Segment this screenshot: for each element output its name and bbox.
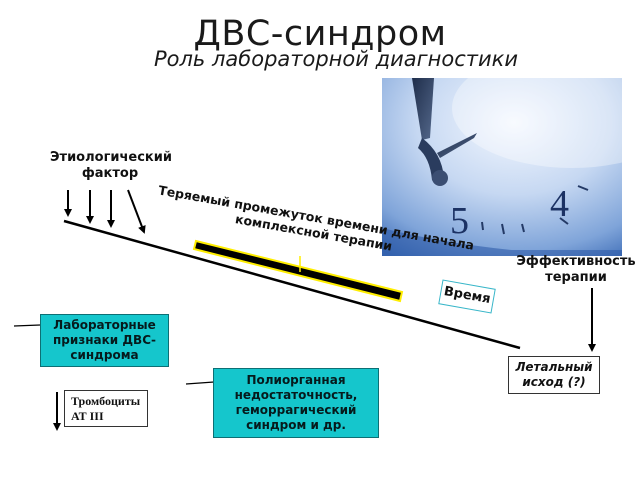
lethal-outcome-box: Летальный исход (?): [508, 356, 600, 394]
lab-signs-box: Лабораторные признаки ДВС- синдрома: [40, 314, 169, 367]
organ-failure-box: Полиорганная недостаточность, геморрагич…: [213, 368, 379, 438]
timeline-axis: [63, 219, 521, 350]
page-subtitle: Роль лабораторной диагностики: [154, 47, 518, 71]
etiology-arrow-4: [127, 189, 146, 234]
efficiency-label: Эффективность терапии: [516, 254, 636, 285]
clock-digit-4: 4: [550, 183, 569, 225]
clock-image: 5 4: [382, 78, 622, 256]
lab-signs-connector: [13, 324, 41, 327]
platelets-box: Тромбоциты АТ III: [64, 390, 148, 427]
organ-failure-connector: [185, 381, 215, 385]
clock-digit-5: 5: [450, 200, 469, 242]
page-title: ДВС-синдром: [193, 14, 447, 54]
etiology-label: Этиологический фактор: [50, 150, 172, 181]
lost-time-bar: [192, 239, 404, 303]
